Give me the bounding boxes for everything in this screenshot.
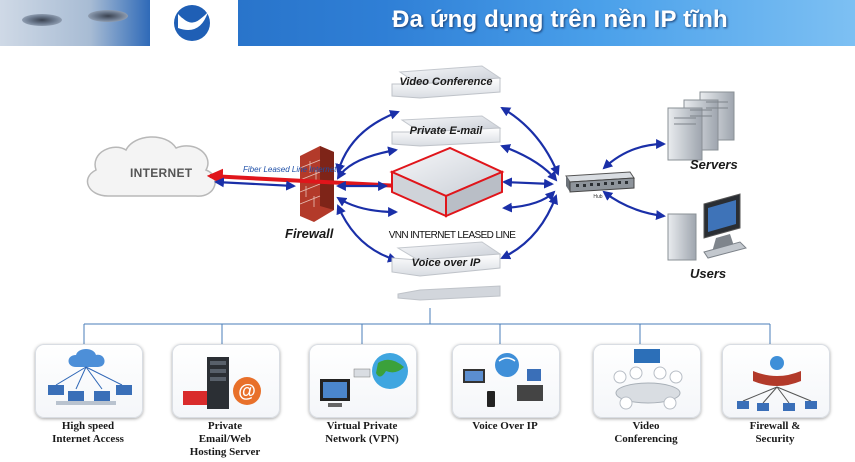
- service-card-video-conferencing: [593, 344, 701, 418]
- service-label-video-conferencing: Video Conferencing: [614, 420, 678, 445]
- service-card-vpn: [309, 344, 417, 418]
- servers-label: Servers: [690, 157, 738, 172]
- private-email-label: Private E-mail: [410, 125, 484, 137]
- logo-box: [150, 0, 238, 46]
- users-workstation-icon: [667, 193, 747, 261]
- voice-over-ip-label: Voice over IP: [412, 257, 481, 269]
- internet-label: INTERNET: [130, 166, 193, 180]
- internet-access-icon: [48, 349, 132, 405]
- voip-icon: [463, 353, 543, 407]
- service-label-firewall-security: Firewall & Security: [749, 420, 801, 445]
- leased-line-label: VNN INTERNET LEASED LINE: [389, 230, 516, 241]
- video-conference-box: [391, 65, 502, 99]
- firewall-security-icon: [737, 356, 817, 411]
- email-hosting-icon: @: [183, 357, 261, 409]
- service-label-voip: Voice Over IP: [472, 420, 538, 432]
- eye-right-graphic: [88, 10, 128, 22]
- private-email-box: [391, 115, 502, 147]
- voice-over-ip-box: [391, 241, 502, 301]
- brand-logo-icon: [174, 5, 210, 41]
- network-diagram: Video Conference Private E-mail Voice ov…: [83, 65, 771, 344]
- firewall-label: Firewall: [285, 226, 334, 241]
- service-card-voip: [452, 344, 560, 418]
- fiber-line-label: Fiber Leased Line Internet: [243, 165, 337, 174]
- firewall-wall-icon: [299, 146, 334, 222]
- vpn-icon: [320, 353, 408, 407]
- users-label: Users: [690, 266, 727, 281]
- video-conferencing-icon: [613, 349, 683, 410]
- svg-text:@: @: [238, 381, 256, 401]
- blue-arrows-right: [500, 107, 666, 260]
- switch-label: Hub: [593, 194, 602, 200]
- leased-line-router-box: [389, 146, 505, 218]
- service-card-email-hosting: @: [172, 344, 280, 418]
- service-card-firewall-security: [722, 344, 830, 418]
- network-switch-icon: [565, 171, 635, 193]
- header-banner: Đa ứng dụng trên nền IP tĩnh: [0, 0, 855, 46]
- eye-left-graphic: [22, 14, 62, 26]
- service-label-email-hosting: Private Email/Web Hosting Server: [189, 420, 261, 458]
- video-conference-label: Video Conference: [399, 76, 492, 88]
- servers-icon: [667, 91, 735, 161]
- page-title: Đa ứng dụng trên nền IP tĩnh: [392, 6, 728, 33]
- service-card-internet-access: [35, 344, 143, 418]
- blue-arrows-left: [214, 110, 400, 263]
- service-label-vpn: Virtual Private Network (VPN): [325, 420, 399, 445]
- header-photo: [0, 0, 150, 46]
- service-label-internet-access: High speed Internet Access: [52, 420, 124, 445]
- service-tree-lines: [83, 308, 771, 344]
